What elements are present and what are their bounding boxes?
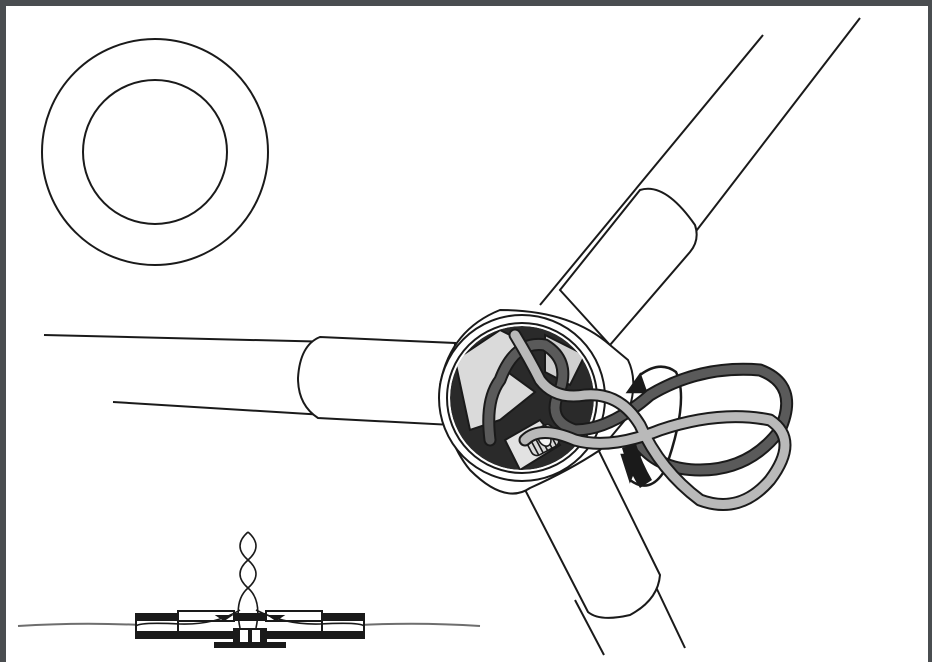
center-post <box>214 628 286 648</box>
ring-outer-edge <box>41 38 269 266</box>
upper-leg <box>539 17 861 347</box>
wire-lead-right <box>359 622 481 627</box>
wire-cross-section <box>17 531 481 648</box>
left-leg-sleeve <box>296 335 457 427</box>
tripod-hub-assembly <box>43 17 861 656</box>
strap-band <box>622 444 652 488</box>
ring-inner-edge <box>82 79 228 225</box>
ring-detail <box>41 38 269 266</box>
twisted-wire <box>135 531 365 629</box>
left-leg <box>43 334 461 427</box>
wire-lead-left <box>17 622 141 627</box>
upper-leg-sleeve <box>558 187 698 347</box>
lower-leg <box>518 430 686 656</box>
